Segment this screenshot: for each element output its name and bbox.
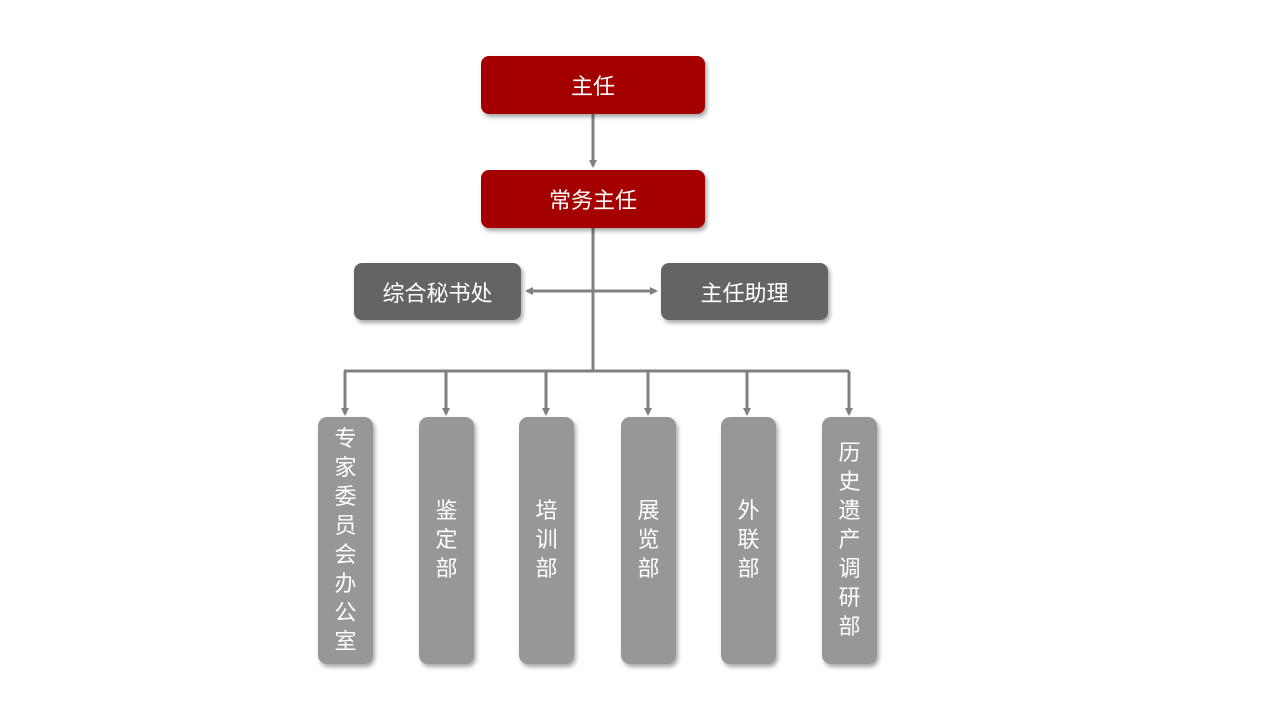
department-node: 鉴定部 [419, 417, 474, 664]
director-node: 主任 [481, 56, 705, 114]
assistant-node: 主任助理 [661, 263, 828, 320]
department-node: 专家委员会办公室 [318, 417, 373, 664]
department-label: 培训部 [535, 499, 558, 582]
department-node: 历史遗产调研部 [822, 417, 877, 664]
department-label: 外联部 [737, 499, 760, 582]
department-node: 培训部 [519, 417, 574, 664]
secretariat-label: 综合秘书处 [382, 281, 493, 307]
secretariat-node: 综合秘书处 [354, 263, 521, 320]
department-node: 展览部 [621, 417, 676, 664]
department-node: 外联部 [721, 417, 776, 664]
executive-director-node: 常务主任 [481, 170, 705, 228]
director-label: 主任 [570, 75, 615, 100]
executive-director-label: 常务主任 [548, 189, 637, 214]
department-label: 历史遗产调研部 [838, 441, 861, 640]
department-label: 展览部 [637, 499, 660, 582]
assistant-label: 主任助理 [700, 281, 789, 307]
department-label: 鉴定部 [435, 499, 458, 582]
department-label: 专家委员会办公室 [334, 426, 357, 655]
